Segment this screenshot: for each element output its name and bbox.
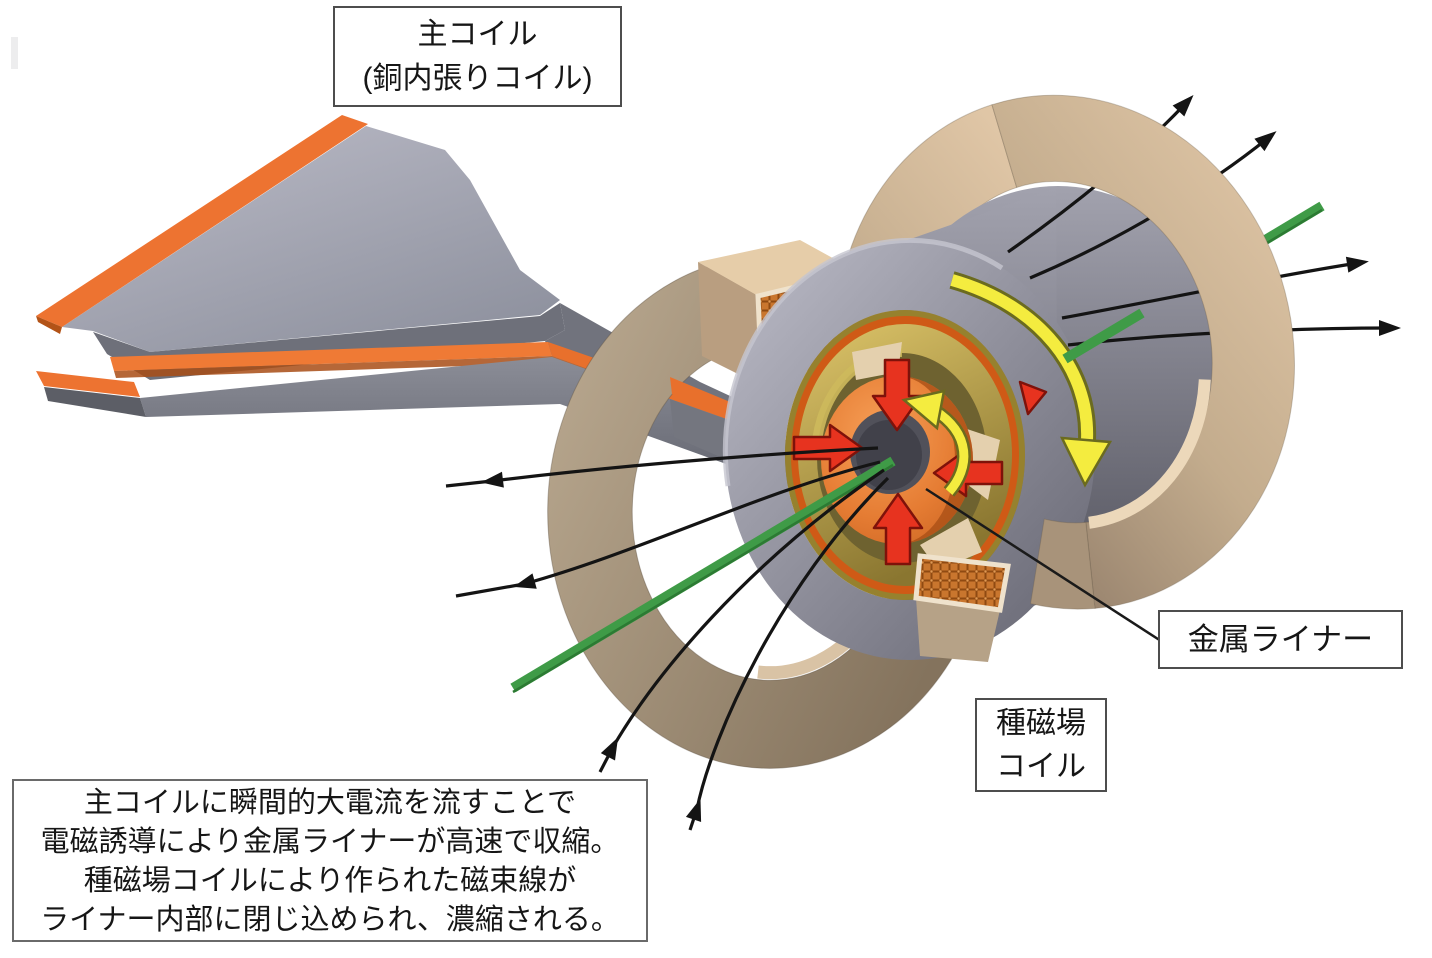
liner-current-arrow xyxy=(901,389,971,497)
axis-rod-edge xyxy=(512,463,894,694)
compression-arrow-left-icon xyxy=(792,423,864,473)
coil-current-arrow xyxy=(949,271,1113,488)
scan-artifact xyxy=(11,37,18,69)
right-ring-feed-block xyxy=(913,553,1011,662)
upper-plate-top-face xyxy=(62,126,560,352)
feed-block-front-face xyxy=(916,598,1000,662)
label-metal-liner: 金属ライナー xyxy=(1158,610,1403,669)
label-seed-field-coil: 種磁場 コイル xyxy=(975,698,1107,792)
compression-arrow-upper-right-tip-icon xyxy=(1018,380,1048,416)
metal-liner-label-text: 金属ライナー xyxy=(1187,622,1374,657)
right-ring-front-band xyxy=(991,94,1295,609)
feed-block-mesh-face xyxy=(913,553,1011,613)
lower-plate-left-cap xyxy=(44,387,146,417)
flux-lines-left xyxy=(445,446,890,831)
right-ring-inner-surface-bottom xyxy=(1088,379,1211,529)
lower-plate-copper-lip xyxy=(36,371,140,397)
seed-coil-label-line1: 種磁場 xyxy=(996,707,1086,740)
upper-plate-copper-edge xyxy=(36,115,368,327)
copper-lining-stripe xyxy=(110,342,552,371)
flux-line xyxy=(513,460,881,589)
main-coil-label-line1: 主コイル xyxy=(417,18,538,51)
seed-coil-label-line2: コイル xyxy=(996,750,1086,783)
feed-block-top-face xyxy=(698,240,858,296)
axis-rod-left xyxy=(510,456,896,694)
axis-rod-segment xyxy=(510,456,896,693)
liner-current-arrowhead-icon xyxy=(901,389,946,431)
coil-current-arrowhead-icon xyxy=(1059,436,1113,488)
liner-label-leader-line xyxy=(925,487,1162,643)
flux-line-tail xyxy=(455,582,525,598)
liner-current-arrow-body xyxy=(931,406,969,495)
coil-current-arrow-body xyxy=(950,274,1094,441)
main-coil-label-line2: (銅内張りコイル) xyxy=(362,62,593,95)
flux-line-tail xyxy=(445,479,493,488)
flux-line xyxy=(695,476,890,810)
flux-line xyxy=(611,468,885,748)
label-description: 主コイルに瞬間的大電流を流すことで 電磁誘導により金属ライナーが高速で収縮。 種… xyxy=(12,779,648,942)
description-line4: ライナー内部に閉じ込められ、濃縮される。 xyxy=(40,904,620,936)
label-main-coil: 主コイル (銅内張りコイル) xyxy=(333,6,622,107)
compression-arrow-bottom-icon xyxy=(872,492,924,566)
coil-front-face xyxy=(725,240,1095,660)
axis-rod-segment xyxy=(1062,308,1145,364)
compression-arrow-top-icon xyxy=(871,358,923,432)
description-line2: 電磁誘導により金属ライナーが高速で収縮。 xyxy=(40,826,620,858)
description-line1: 主コイルに瞬間的大電流を流すことで xyxy=(83,787,577,819)
flux-line-tail xyxy=(685,798,702,831)
description-line3: 種磁場コイルにより作られた磁束線が xyxy=(83,865,577,897)
copper-edge-shadow xyxy=(36,316,62,334)
coil-front-rim-highlight xyxy=(722,237,1004,487)
flux-line-tail xyxy=(598,737,619,773)
flux-line xyxy=(481,446,879,488)
